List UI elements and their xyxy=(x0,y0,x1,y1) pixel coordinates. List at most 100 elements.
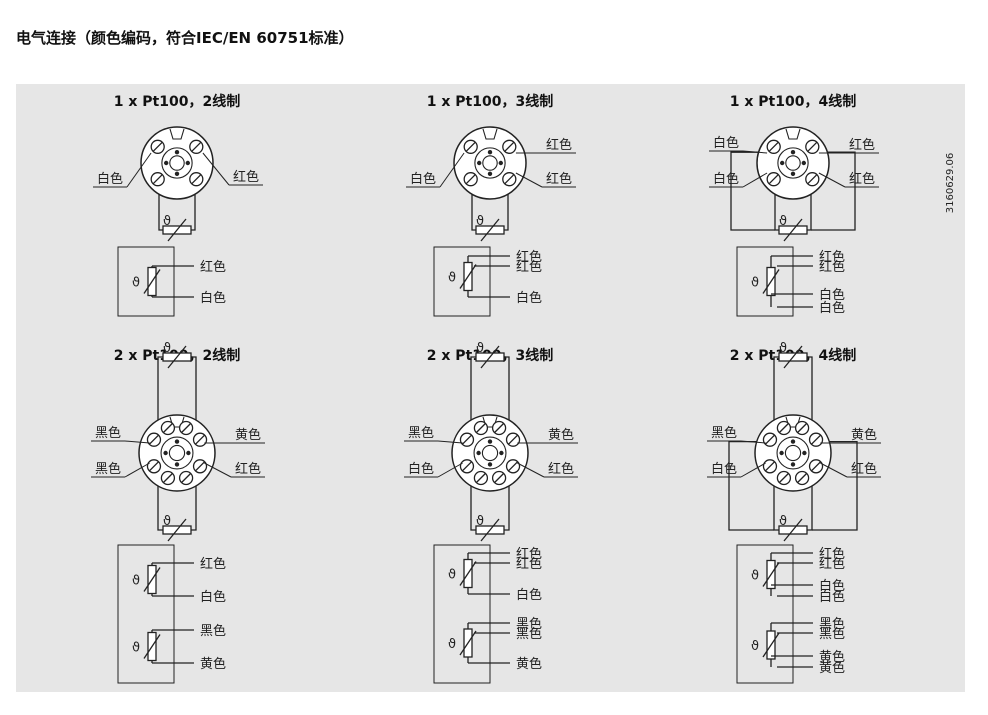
wire xyxy=(762,632,780,658)
wire xyxy=(181,423,192,433)
schematic-box xyxy=(433,544,491,684)
wire-color-label: 白色 xyxy=(406,152,465,188)
wire xyxy=(462,461,472,472)
wire xyxy=(508,461,518,472)
terminal-screw xyxy=(160,470,176,486)
wire xyxy=(204,462,232,478)
wire-color-text: 白色 xyxy=(711,461,737,477)
resistor-symbol: ϑ xyxy=(778,341,808,369)
wire-color-label: 红色 xyxy=(204,461,265,478)
terminal-screw xyxy=(473,420,489,436)
head-hub xyxy=(785,155,801,171)
wire xyxy=(740,440,766,444)
resistor-symbol: ϑ xyxy=(751,266,780,297)
wire xyxy=(462,434,472,445)
terminal-screw xyxy=(463,139,478,154)
head-notch xyxy=(785,128,801,140)
sensor-symbol: ϑ xyxy=(163,214,171,229)
wire xyxy=(191,188,196,231)
pin xyxy=(790,150,796,155)
wire-color-label: 白色 xyxy=(93,152,152,188)
sensor-symbol: ϑ xyxy=(751,276,759,291)
panel-title: 1 x Pt100，3线制 xyxy=(427,93,553,110)
wire xyxy=(811,434,821,445)
wire xyxy=(762,269,780,294)
wire xyxy=(195,461,205,472)
wire-color-label: 红色 xyxy=(515,137,576,154)
box-wire-label: 红色 xyxy=(516,249,542,265)
wire xyxy=(494,473,505,483)
pin xyxy=(498,160,503,166)
transmitter-head xyxy=(140,126,214,200)
pin xyxy=(186,450,191,456)
wire xyxy=(812,440,858,531)
terminal-screw xyxy=(178,470,194,486)
sensor-symbol: ϑ xyxy=(751,639,759,654)
wire xyxy=(471,188,476,231)
wire-color-label: 白色 xyxy=(404,461,463,478)
document-number: 3160629.06 xyxy=(945,153,956,213)
resistor-symbol: ϑ xyxy=(448,261,477,292)
wire xyxy=(475,423,486,433)
wire xyxy=(768,141,779,152)
wire xyxy=(797,473,808,483)
box-wire-label: 黄色 xyxy=(516,656,542,672)
wire-color-text: 红色 xyxy=(849,171,875,187)
wire xyxy=(494,423,505,433)
wire xyxy=(167,218,187,242)
wire xyxy=(465,141,476,152)
terminal-screw xyxy=(192,459,208,474)
wire xyxy=(167,518,187,542)
wire-color-text: 黑色 xyxy=(95,461,121,477)
head-hub xyxy=(784,444,802,462)
wiring-panel-6: 2 x Pt100，4线制ϑϑ黑色白色黄色红色ϑϑ红色红色白色白色黑色黑色黄色黄… xyxy=(707,341,881,684)
wire xyxy=(740,462,766,478)
wire xyxy=(152,141,163,152)
head-inner-ring xyxy=(161,147,193,179)
wire xyxy=(162,473,173,483)
wire xyxy=(470,356,476,427)
resistor-symbol: ϑ xyxy=(778,514,808,542)
terminal-screw xyxy=(766,172,781,187)
pin xyxy=(174,439,180,444)
wire xyxy=(742,150,768,154)
wire xyxy=(459,264,477,289)
terminal-screw xyxy=(502,139,517,154)
terminal-screw xyxy=(473,470,489,486)
box-wire-label: 红色 xyxy=(516,259,542,275)
sensor-symbol: ϑ xyxy=(476,514,484,529)
box-wire-label: 红色 xyxy=(516,546,542,562)
resistor-symbol: ϑ xyxy=(475,341,505,369)
terminal-screw xyxy=(805,139,820,154)
schematic-box xyxy=(117,246,175,317)
wire-color-text: 黑色 xyxy=(408,425,434,441)
pin xyxy=(790,462,796,467)
wire-color-text: 白色 xyxy=(713,171,739,187)
head-inner-ring xyxy=(160,436,194,470)
head-notch xyxy=(482,128,498,140)
wire xyxy=(807,356,813,427)
wire xyxy=(439,152,465,188)
wire-color-text: 红色 xyxy=(546,137,572,153)
wire xyxy=(783,518,803,542)
box-wire-label: 黑色 xyxy=(819,616,845,632)
terminal-screw xyxy=(178,420,194,436)
box-wire-label: 红色 xyxy=(819,546,845,562)
terminal-screw xyxy=(808,459,824,474)
wire xyxy=(742,172,768,188)
transmitter-head xyxy=(754,414,832,492)
wire-color-label: 黄色 xyxy=(517,427,578,444)
wire-color-text: 黄色 xyxy=(851,427,877,443)
wire-color-label: 黑色 xyxy=(404,425,463,444)
transmitter-head xyxy=(138,414,216,492)
wire xyxy=(437,440,463,444)
wire xyxy=(504,188,509,231)
box-wire-label: 红色 xyxy=(819,556,845,572)
box-wire-label: 白色 xyxy=(516,587,542,603)
resistor-symbol: ϑ xyxy=(751,559,780,590)
wire xyxy=(820,462,848,478)
pin xyxy=(790,171,796,176)
wire xyxy=(465,174,476,185)
schematic-box xyxy=(736,544,794,684)
wiring-panel-1: 1 x Pt100，2线制ϑ白色红色ϑ红色白色 xyxy=(93,93,263,317)
